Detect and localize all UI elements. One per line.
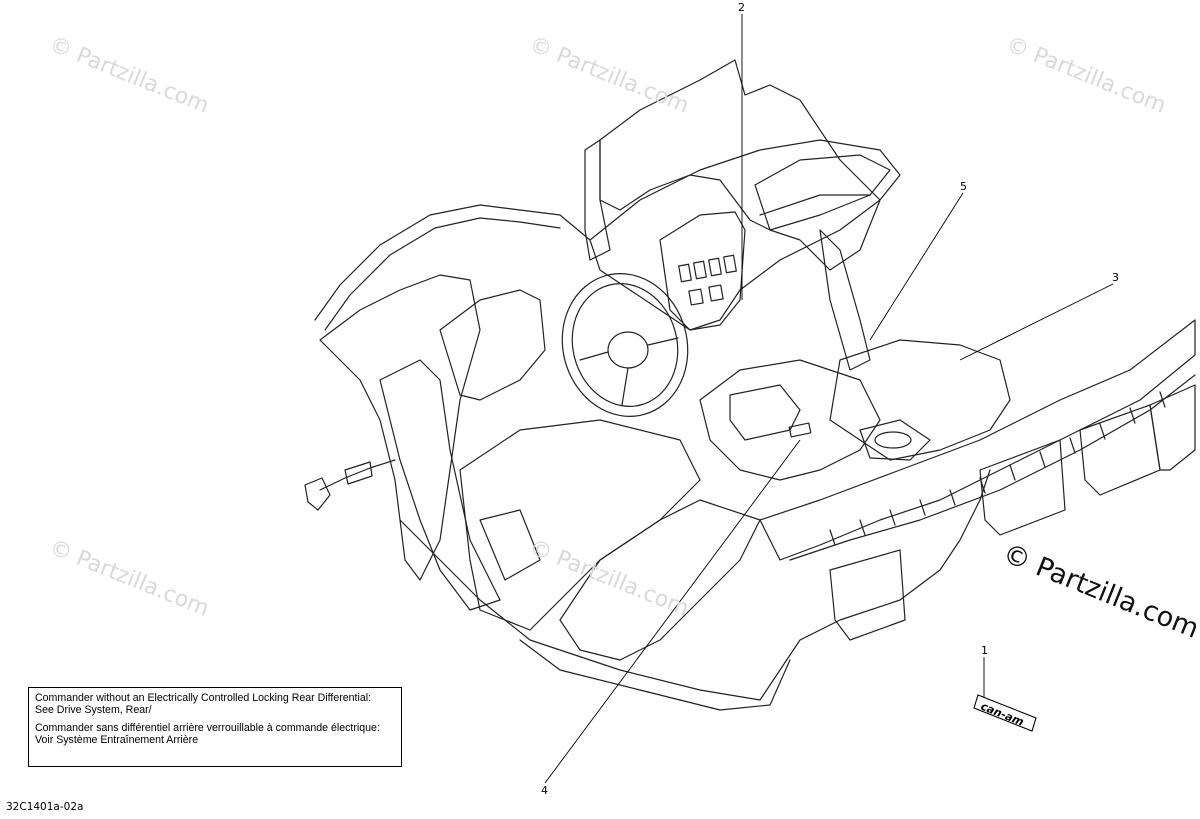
knee-panel [439,289,546,401]
center-console [699,359,881,481]
note-fr-line-2: Voir Système Entraînement Arrière [35,733,199,746]
gauge-cluster [659,211,746,331]
note-en-line-1: Commander without an Electrically Contro… [35,692,372,704]
note-en-line-2: See Drive System, Rear/ [35,704,152,717]
tie-rod-end [304,477,331,511]
drawing-code: 32C1401a-02a [6,801,84,813]
rear-box-right [1079,404,1161,496]
switch-4 [723,254,737,274]
can-am-emblem: can-am [973,694,1037,732]
left-side-panel [319,274,481,581]
front-underbody [399,469,991,701]
rear-deck [759,319,1196,561]
steering-wheel-rim [561,273,689,417]
rear-panel [584,139,611,261]
callout-1: 1 [981,644,988,657]
tie-rod-boot [344,461,373,485]
rear-frame-outline [599,59,881,271]
cup-holder-ring [874,431,912,449]
dashboard [589,139,901,331]
steering-wheel-hub [607,331,649,369]
dash-top-panel [754,154,891,231]
leader-line-5 [869,192,964,341]
switch-3 [708,257,722,277]
seat-base [829,339,1011,461]
note-fr-line-1: Commander sans différentiel arrière verr… [35,721,380,734]
callout-3: 3 [1112,271,1119,284]
floor-tread [479,509,541,581]
rear-box-center [979,439,1066,536]
decal-center [788,422,812,438]
front-lower-skirt [519,639,791,711]
footwell-right [559,499,761,661]
left-door-frame [379,359,501,611]
callout-4: 4 [541,784,548,797]
leader-line-3 [959,283,1114,361]
callout-2: 2 [738,1,745,14]
rear-box-left [829,549,906,641]
tie-rod [319,459,396,491]
rear-deck-edge [789,374,1196,561]
rear-panel-right [1149,384,1196,471]
left-cage-rail [314,204,591,321]
leader-line-4 [544,439,801,784]
left-cage-rail-inner [324,217,561,331]
switch-2 [693,260,707,280]
glovebox-edge [759,194,871,216]
steering-spoke-bottom [621,367,629,406]
cup-holder [859,419,931,461]
steering-spoke-left [579,351,609,361]
switch-5 [688,288,704,306]
steering-wheel-inner [571,283,679,407]
switch-6 [708,284,724,302]
steering-spoke-right [647,337,679,346]
note-box: Commander without an Electrically Contro… [28,687,402,767]
right-pillar [819,229,871,371]
shifter-gate [729,384,801,441]
callout-5: 5 [960,180,967,193]
rear-deck-ribs [829,391,1166,546]
switch-1 [678,263,692,283]
